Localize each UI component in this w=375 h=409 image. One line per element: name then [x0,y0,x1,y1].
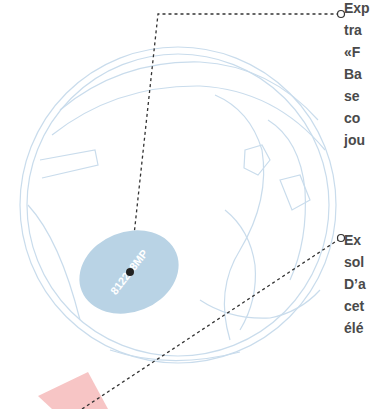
visor-edge [52,86,325,150]
label-ellipse: 812288MP [74,226,184,318]
outer-rim [20,47,336,363]
leader-end [338,235,345,242]
object-outline [20,47,336,363]
shell-curve [28,205,80,320]
mount-part [280,175,310,210]
panel-slot [40,150,98,178]
shell-curve [215,95,264,340]
shell-curve [268,120,305,280]
leader-line [130,14,338,272]
pink-band [38,372,108,409]
visor-edge [60,62,318,120]
mount-part [244,145,270,175]
leader-end [338,11,345,18]
callout-text: Ex sol D’a cet élé [344,229,366,339]
shell-curve [200,290,320,318]
shell-curve [110,350,240,361]
inner-rim [27,54,329,356]
callout-text: Exp tra «F Ba se co jou [344,0,370,151]
ellipse-fill [67,216,192,328]
leader-dot [126,268,134,276]
leader-lines [82,14,338,409]
